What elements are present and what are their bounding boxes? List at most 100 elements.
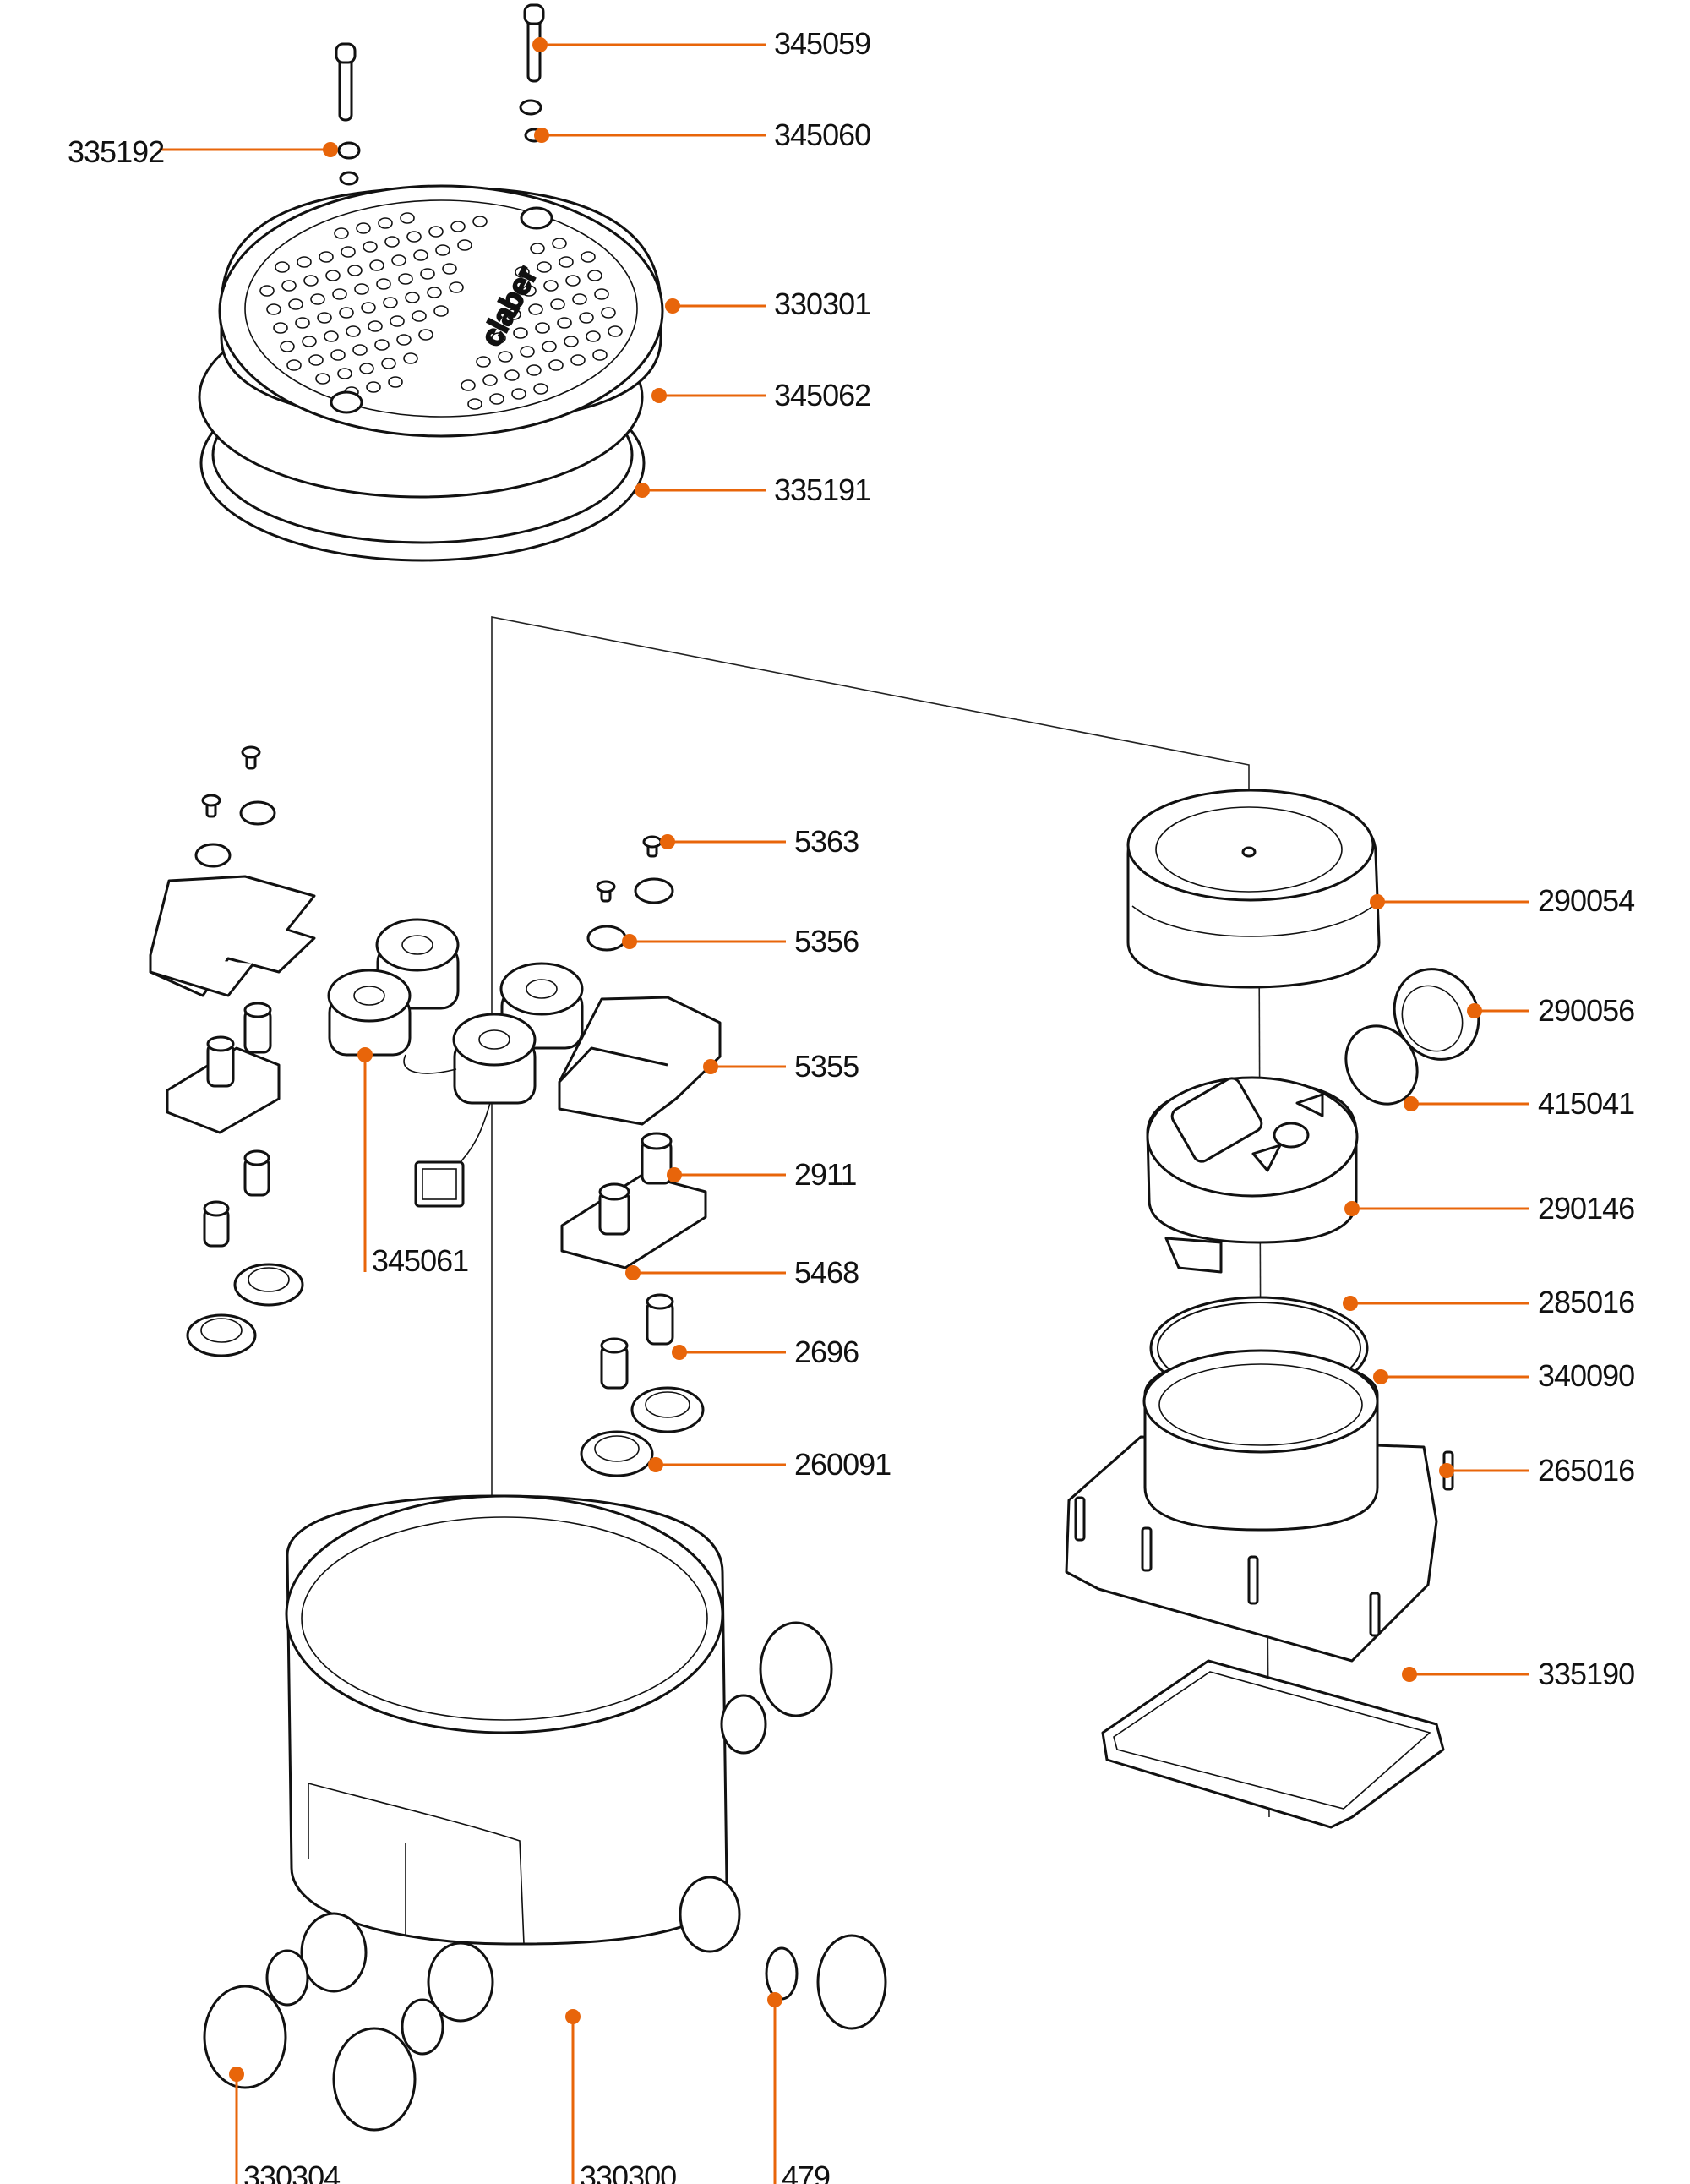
lid-hole (405, 292, 420, 303)
lid-screw-left (335, 42, 357, 122)
callout-controller-cap: 290054 (1370, 883, 1635, 918)
callout-valve-assembly: 5468 (625, 1255, 859, 1290)
lid-hole (435, 244, 450, 256)
part-number-label: 415041 (1538, 1086, 1634, 1121)
solenoid-harness-group (327, 918, 584, 1208)
lid-hole (400, 212, 415, 224)
part-number-label: 285016 (1538, 1285, 1634, 1319)
lid-hole (413, 249, 428, 261)
lid-hole (515, 266, 530, 278)
callout-dot (648, 1457, 663, 1472)
part-number-label: 330301 (774, 287, 870, 321)
lid-hole (325, 270, 341, 281)
lid-hole (374, 339, 390, 351)
callout-dot (1467, 1003, 1482, 1018)
lid-hole (467, 398, 482, 410)
lid-hole (378, 217, 393, 229)
lid-hole (303, 275, 319, 287)
lid-hole (341, 246, 356, 258)
lid-hole (608, 325, 623, 337)
lid-hole (537, 261, 552, 273)
callout-dot (1404, 1096, 1419, 1111)
callout-dot (767, 1992, 782, 2007)
lid-hole (359, 363, 374, 374)
lid-hole (420, 268, 435, 280)
part-number-label: 345061 (372, 1243, 468, 1278)
callout-dot (703, 1059, 718, 1074)
lid-hole (297, 256, 312, 268)
lid-hole (428, 226, 444, 238)
callout-lid-screw-washer: 345060 (534, 117, 871, 152)
lid-hole (288, 298, 303, 310)
middle-valve-group (558, 835, 722, 1477)
callout-dot (532, 37, 548, 52)
lid-hole (559, 256, 574, 268)
lid-hole (324, 330, 339, 342)
part-number-label: 345060 (774, 117, 870, 152)
lid-hole (319, 251, 334, 263)
lid-hole (368, 320, 383, 332)
lid-hole (412, 310, 427, 322)
lid-hole (295, 317, 310, 329)
callout-dot (1344, 1201, 1360, 1216)
lid-hole (504, 369, 520, 381)
lid-hole (565, 275, 581, 287)
lid-hole (337, 368, 352, 379)
lid-hole (418, 329, 433, 341)
callout-dot (1402, 1667, 1417, 1682)
callout-dot (1439, 1463, 1454, 1478)
callout-dot (622, 934, 637, 949)
lid-hole (511, 388, 526, 400)
callout-lid-gasket: 335191 (635, 472, 871, 507)
lid-hole (427, 287, 442, 298)
lid-hole (506, 308, 521, 320)
callout-cap-washer: 479 (767, 1992, 831, 2184)
lid-hole (347, 265, 363, 276)
callout-diaphragm: 260091 (648, 1447, 891, 1482)
lid-hole (543, 280, 559, 292)
lid-hole (586, 330, 601, 342)
part-number-label: 345062 (774, 378, 870, 412)
lid-hole (482, 374, 498, 386)
lid-hole (442, 263, 457, 275)
lid-hole (334, 227, 349, 239)
part-number-label: 2911 (794, 1157, 856, 1192)
part-number-label: 335190 (1538, 1657, 1634, 1691)
part-number-label: 260091 (794, 1447, 891, 1482)
lid-assembly: claber (198, 184, 664, 562)
lid-hole (384, 236, 400, 248)
lid-hole (308, 354, 324, 366)
lid-hole (398, 273, 413, 285)
part-number-label: 290146 (1538, 1191, 1634, 1226)
part-number-label: 290056 (1538, 993, 1634, 1028)
lid-hole (461, 379, 476, 391)
lid-hole (533, 383, 548, 395)
callout-dot (665, 298, 680, 314)
lid-hole (383, 297, 398, 308)
lid-hole (381, 358, 396, 369)
lid-hole (273, 322, 288, 334)
callout-valve-body: 2911 (667, 1157, 857, 1192)
callout-dot (323, 142, 338, 157)
lid-hole (548, 359, 564, 371)
lid-hole (472, 216, 488, 227)
callout-nozzle-fitting: 2696 (672, 1335, 859, 1369)
washers (337, 99, 544, 186)
lid-hole (403, 352, 418, 364)
lid-hole (457, 239, 472, 251)
lid-hole (330, 349, 346, 361)
callout-dot (534, 128, 549, 143)
lid-hole (449, 281, 464, 293)
part-number-label: 290054 (1538, 883, 1634, 918)
lid-hole (535, 322, 550, 334)
lid-hole (315, 373, 330, 385)
lid-hole (489, 393, 504, 405)
callout-controller-display-unit: 290146 (1344, 1191, 1635, 1226)
lid-hole (528, 303, 543, 315)
lid-hole (363, 241, 378, 253)
lid-hole (275, 261, 290, 273)
main-box (203, 1494, 887, 2132)
part-number-label: 5356 (794, 924, 859, 958)
part-number-label: 5355 (794, 1049, 859, 1084)
